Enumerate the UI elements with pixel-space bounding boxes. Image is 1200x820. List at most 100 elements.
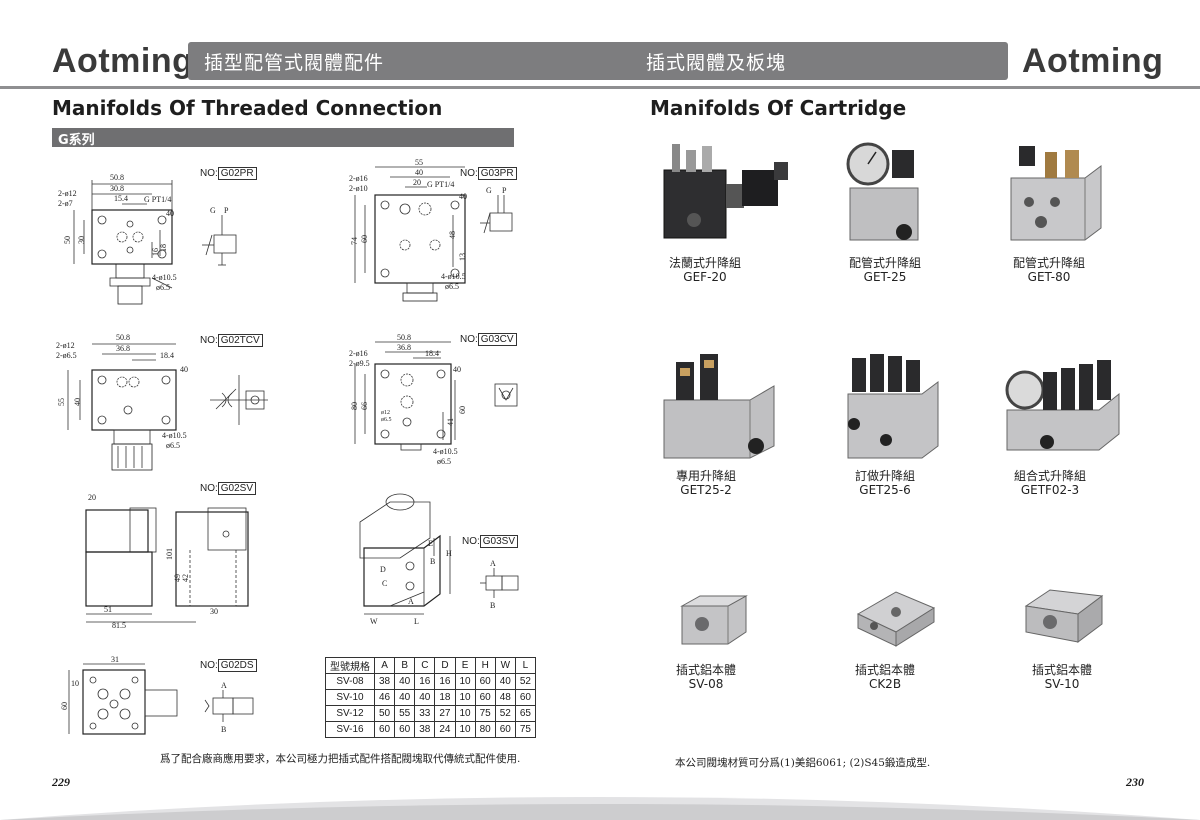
dim-text: 48 bbox=[448, 231, 457, 239]
page-number-right: 230 bbox=[1126, 775, 1144, 789]
dim-text: 60 bbox=[360, 235, 369, 243]
dim-text: ø12 bbox=[381, 410, 390, 416]
table-cell: SV-08 bbox=[325, 673, 375, 690]
right-section-title: Manifolds Of Cartridge bbox=[650, 96, 907, 120]
table-cell: 60 bbox=[394, 721, 416, 738]
dim-text: 55 bbox=[57, 398, 66, 406]
dim-text: 40 bbox=[459, 192, 467, 201]
dim-text: ø6.5 bbox=[381, 417, 392, 423]
dim-text: 42 bbox=[181, 574, 190, 582]
drawing-g03cv: 50.8 36.8 18.4 2-ø16 2-ø9.5 40 80 66 60 … bbox=[349, 333, 518, 466]
dim-text: B bbox=[221, 725, 226, 734]
logo-left: Aotming bbox=[52, 42, 194, 80]
dim-text: 55 bbox=[415, 158, 423, 167]
dim-text: 2-ø12 bbox=[58, 189, 77, 198]
product-image-get25-6 bbox=[847, 354, 939, 459]
table-cell: SV-10 bbox=[325, 689, 375, 706]
table-cell: 52 bbox=[494, 705, 516, 722]
dim-text: 2-ø12 bbox=[56, 341, 75, 350]
dim-text: 50.8 bbox=[116, 333, 130, 342]
table-cell: 40 bbox=[494, 673, 516, 690]
dim-text: 30 bbox=[77, 236, 86, 244]
table-cell: 50 bbox=[373, 705, 396, 722]
model-label-g02sv: NO:G02SV bbox=[200, 482, 257, 495]
dim-text: 50 bbox=[63, 236, 72, 244]
table-header-cell: 型號規格 bbox=[325, 657, 375, 674]
table-cell: 46 bbox=[373, 689, 396, 706]
table-cell: 65 bbox=[514, 705, 537, 722]
table-header-cell: H bbox=[474, 657, 496, 674]
dim-text: 80 bbox=[350, 402, 359, 410]
table-cell: 10 bbox=[454, 721, 476, 738]
table-cell: 40 bbox=[414, 689, 436, 706]
dim-text: 66 bbox=[360, 402, 369, 410]
dim-text: W bbox=[370, 617, 378, 626]
table-cell: SV-12 bbox=[325, 705, 375, 722]
table-cell: 60 bbox=[474, 673, 496, 690]
table-cell: 75 bbox=[474, 705, 496, 722]
model-label-g02ds: NO:G02DS bbox=[200, 659, 257, 672]
series-bar: G系列 bbox=[52, 128, 514, 148]
dim-text: B bbox=[430, 557, 435, 566]
dim-text: D bbox=[380, 565, 386, 574]
drawing-g03pr: 55 40 20 G PT1/4 2-ø16 2-ø10 40 74 60 48… bbox=[349, 158, 513, 302]
dim-text: P bbox=[502, 186, 507, 195]
table-header-cell: B bbox=[394, 657, 416, 674]
table-cell: 40 bbox=[394, 673, 416, 690]
table-row: SV-08 38 40 16 16 10 60 40 52 bbox=[325, 673, 537, 690]
dim-text: 60 bbox=[60, 702, 69, 710]
table-cell: 52 bbox=[514, 673, 537, 690]
dim-text: A bbox=[490, 559, 496, 568]
table-cell: 80 bbox=[474, 721, 496, 738]
product-image-get25-2 bbox=[663, 354, 775, 459]
drawing-g02ds: 31 10 60 A B bbox=[60, 655, 254, 735]
model-label-g03sv: NO:G03SV bbox=[462, 535, 519, 548]
dim-text: 50.8 bbox=[110, 173, 124, 182]
table-row: SV-16 60 60 38 24 10 80 60 75 bbox=[325, 721, 537, 738]
dim-text: G PT1/4 bbox=[144, 195, 171, 204]
dim-text: 40 bbox=[415, 168, 423, 177]
dim-text: 41 bbox=[446, 418, 455, 426]
dim-text: 40 bbox=[73, 398, 82, 406]
drawing-g02pr: 50.8 30.8 15.4 G PT1/4 2-ø12 2-ø7 40 50 … bbox=[58, 173, 237, 305]
banner-left-title: 插型配管式閥體配件 bbox=[204, 52, 385, 74]
page-number-left: 229 bbox=[52, 775, 70, 789]
dim-text: ø6.5 bbox=[437, 457, 451, 466]
left-footnote: 爲了配合廠商應用要求，本公司極力把插式配件搭配閥塊取代傳統式配件使用. bbox=[160, 753, 521, 765]
dim-text: 15.4 bbox=[114, 194, 128, 203]
dim-text: 60 bbox=[458, 406, 467, 414]
dim-text: 40 bbox=[453, 365, 461, 374]
dim-text: 51 bbox=[104, 605, 112, 614]
dim-text: ø6.5 bbox=[166, 441, 180, 450]
dim-text: 36.8 bbox=[397, 343, 411, 352]
model-label-g02tcv: NO:G02TCV bbox=[200, 334, 263, 347]
series-label: G系列 bbox=[58, 133, 95, 148]
dim-text: 18.4 bbox=[160, 351, 174, 360]
bottom-decoration bbox=[0, 797, 1200, 820]
table-cell: 60 bbox=[514, 689, 537, 706]
drawing-g03sv: H E B D C A W L A B bbox=[359, 493, 519, 626]
dim-text: 18 bbox=[159, 244, 168, 252]
table-cell: 24 bbox=[434, 721, 456, 738]
table-header-cell: A bbox=[373, 657, 396, 674]
dim-text: 30.8 bbox=[110, 184, 124, 193]
product-image-sv-08 bbox=[680, 595, 748, 645]
table-cell: 38 bbox=[414, 721, 436, 738]
product-image-gef-20 bbox=[663, 144, 788, 239]
dim-text: 81.5 bbox=[112, 621, 126, 630]
dim-text: 4-ø10.5 bbox=[152, 273, 177, 282]
dim-text: A bbox=[408, 597, 414, 606]
dim-text: 36.8 bbox=[116, 344, 130, 353]
table-cell: 27 bbox=[434, 705, 456, 722]
dim-text: 20 bbox=[88, 493, 96, 502]
left-section-title: Manifolds Of Threaded Connection bbox=[52, 96, 443, 120]
table-cell: 48 bbox=[494, 689, 516, 706]
table-row: SV-12 50 55 33 27 10 75 52 65 bbox=[325, 705, 537, 722]
dim-text: 18.4 bbox=[425, 349, 439, 358]
dim-text: 2-ø6.5 bbox=[56, 351, 77, 360]
drawing-g02sv: 20 101 49 42 51 81.5 30 bbox=[85, 493, 249, 630]
